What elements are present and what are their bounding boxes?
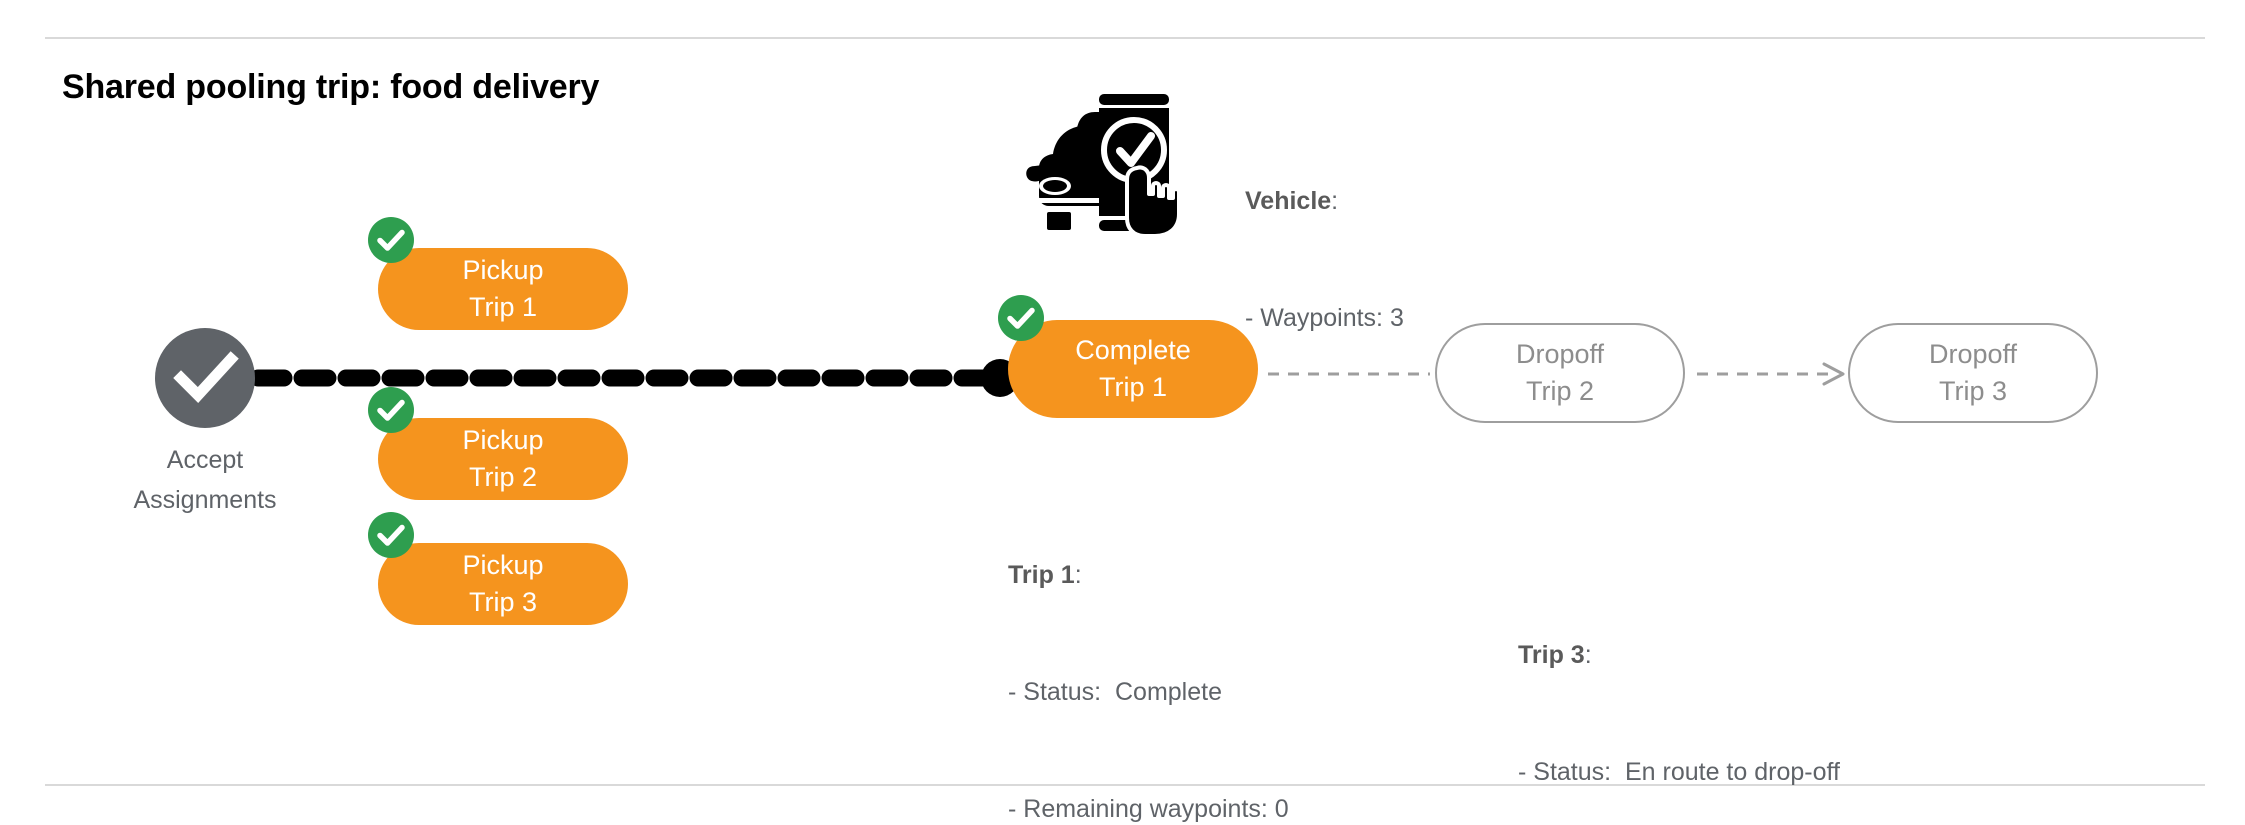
accept-label-line2: Assignments <box>133 486 277 514</box>
node-pickup-trip-1-line1: Pickup <box>462 255 544 285</box>
trip-3-heading-row: Trip 3: <box>1518 636 1840 675</box>
arrowhead-icon <box>1822 362 1845 386</box>
node-pickup-trip-2[interactable]: Pickup Trip 2 <box>378 418 628 500</box>
vehicle-info-heading-row: Vehicle: <box>1245 182 1404 221</box>
check-badge-icon-pickup-2 <box>368 387 414 433</box>
check-circle-icon <box>173 351 239 403</box>
node-dropoff-trip-2-line1: Dropoff <box>1515 339 1605 369</box>
vehicle-info-block: Vehicle: - Waypoints: 3 <box>1245 104 1404 416</box>
trip-1-heading: Trip 1 <box>1008 561 1075 589</box>
accept-assignments-node[interactable]: Accept Assignments <box>133 328 277 514</box>
trip-info-block-left: Trip 1: - Status: Complete - Remaining w… <box>1008 478 1330 825</box>
trip-3-status: - Status: En route to drop-off <box>1518 758 1840 786</box>
node-dropoff-trip-3-line2: Trip 3 <box>1938 376 2007 406</box>
node-complete-trip-1-line1: Complete <box>1075 335 1191 365</box>
trip-1-heading-row: Trip 1: <box>1008 556 1330 595</box>
node-complete-trip-1[interactable]: Complete Trip 1 <box>1008 320 1258 418</box>
node-pickup-trip-1-line2: Trip 1 <box>468 292 537 322</box>
page-title: Shared pooling trip: food delivery <box>62 68 600 106</box>
trip-1-waypoints: - Remaining waypoints: 0 <box>1008 795 1289 823</box>
accept-circle <box>155 328 255 428</box>
trip-info-block-right: Trip 3: - Status: En route to drop-off -… <box>1518 558 1840 825</box>
vehicle-info-heading: Vehicle <box>1245 187 1332 215</box>
check-badge-icon-complete-1 <box>998 295 1044 341</box>
vehicle-info-heading-suffix: : <box>1331 187 1339 215</box>
node-complete-trip-1-line2: Trip 1 <box>1098 372 1167 402</box>
trip-3-heading-suffix: : <box>1584 641 1592 669</box>
accept-assignments-label: Accept Assignments <box>110 440 300 520</box>
node-pickup-trip-1[interactable]: Pickup Trip 1 <box>378 248 628 330</box>
node-pickup-trip-2-line1: Pickup <box>462 425 544 455</box>
node-dropoff-trip-3[interactable]: Dropoff Trip 3 <box>1848 323 2098 423</box>
node-dropoff-trip-3-line1: Dropoff <box>1928 339 2018 369</box>
trip-3-heading: Trip 3 <box>1518 641 1585 669</box>
node-dropoff-trip-2-line2: Trip 2 <box>1525 376 1594 406</box>
car-phone-check-icon <box>1025 88 1185 238</box>
check-badge-icon-pickup-1 <box>368 217 414 263</box>
trip-1-heading-suffix: : <box>1074 561 1082 589</box>
node-pickup-trip-2-line2: Trip 2 <box>468 462 537 492</box>
node-dropoff-trip-2[interactable]: Dropoff Trip 2 <box>1435 323 1685 423</box>
vehicle-info-waypoints: - Waypoints: 3 <box>1245 304 1404 332</box>
accept-label-line1: Accept <box>166 446 244 474</box>
bottom-divider <box>45 784 2205 786</box>
node-pickup-trip-3-line2: Trip 3 <box>468 587 537 617</box>
top-divider <box>45 37 2205 39</box>
node-pickup-trip-3-line1: Pickup <box>462 550 544 580</box>
node-pickup-trip-3[interactable]: Pickup Trip 3 <box>378 543 628 625</box>
trip-1-status: - Status: Complete <box>1008 678 1222 706</box>
check-badge-icon-pickup-3 <box>368 512 414 558</box>
